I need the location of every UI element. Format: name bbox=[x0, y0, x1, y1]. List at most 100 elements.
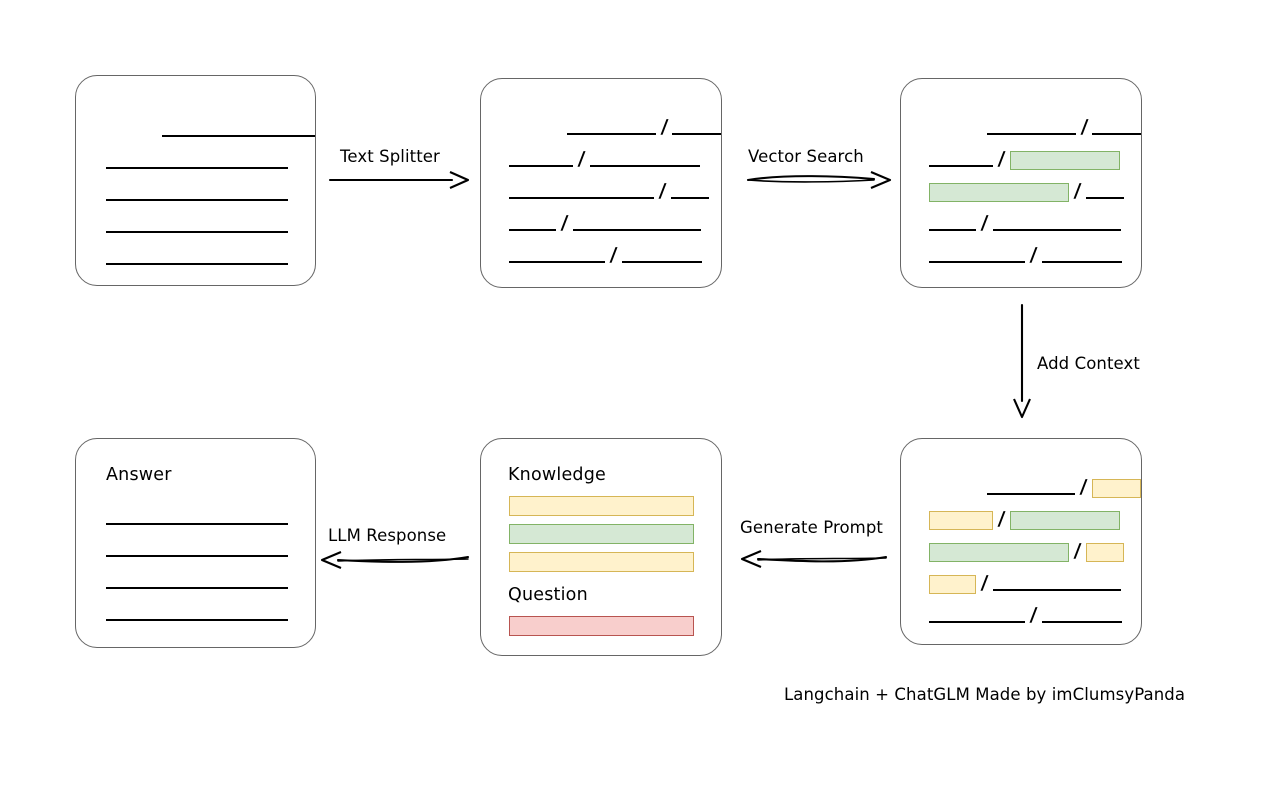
chunk-separator-slash: / bbox=[980, 212, 989, 234]
text-row bbox=[106, 215, 315, 237]
text-underline bbox=[992, 589, 1121, 591]
arrow-add-context bbox=[1013, 303, 1031, 419]
text-row: / bbox=[509, 180, 721, 203]
text-underline bbox=[106, 167, 288, 169]
edge-label-add-context: Add Context bbox=[1037, 354, 1140, 373]
text-underline bbox=[106, 555, 288, 557]
question-bars bbox=[481, 439, 721, 655]
text-underline bbox=[670, 197, 709, 199]
text-row: / bbox=[929, 148, 1141, 171]
highlight-chip-green bbox=[1009, 511, 1120, 530]
text-row bbox=[106, 507, 315, 529]
text-underline bbox=[929, 229, 976, 231]
text-row: / bbox=[929, 572, 1141, 595]
answer-box[interactable]: Answer bbox=[75, 438, 316, 648]
answer-title: Answer bbox=[106, 465, 172, 485]
text-underline bbox=[106, 199, 288, 201]
text-underline bbox=[1041, 261, 1122, 263]
text-row: / bbox=[509, 244, 721, 267]
edge-label-llm-response: LLM Response bbox=[328, 526, 447, 545]
chunk-separator-slash: / bbox=[577, 148, 586, 170]
prompt-bar-green bbox=[509, 524, 694, 544]
text-underline bbox=[162, 135, 315, 137]
text-underline bbox=[566, 133, 656, 135]
text-underline bbox=[572, 229, 701, 231]
text-underline bbox=[106, 523, 288, 525]
text-row bbox=[106, 571, 315, 593]
arrow-generate-prompt bbox=[740, 550, 888, 568]
chunk-separator-slash: / bbox=[659, 116, 669, 138]
chunk-separator-slash: / bbox=[609, 244, 618, 266]
context-chunks-rows: / / / / / bbox=[901, 439, 1141, 644]
edge-label-text-splitter: Text Splitter bbox=[340, 147, 440, 166]
chunk-separator-slash: / bbox=[1079, 476, 1089, 498]
text-row bbox=[106, 603, 315, 625]
arrow-vector-search bbox=[746, 171, 892, 189]
text-underline bbox=[106, 619, 288, 621]
text-row: / bbox=[929, 212, 1141, 235]
knowledge-bars bbox=[481, 439, 721, 655]
arrow-llm-response bbox=[320, 551, 470, 569]
chunk-separator-slash: / bbox=[1073, 540, 1082, 562]
text-underline bbox=[986, 493, 1076, 495]
text-underline bbox=[1041, 621, 1122, 623]
text-underline bbox=[106, 231, 288, 233]
knowledge-label: Knowledge bbox=[508, 465, 606, 485]
source-document-box[interactable] bbox=[75, 75, 316, 286]
highlight-chip-green bbox=[1009, 151, 1120, 170]
text-underline bbox=[986, 133, 1076, 135]
highlight-chip-green bbox=[929, 183, 1069, 202]
chunk-separator-slash: / bbox=[560, 212, 569, 234]
text-underline bbox=[1092, 133, 1141, 135]
arrow-text-splitter bbox=[328, 171, 470, 189]
text-row: / bbox=[929, 604, 1141, 627]
split-chunks-box[interactable]: / / / / / bbox=[480, 78, 722, 288]
context-chunks-box[interactable]: / / / / / bbox=[900, 438, 1142, 645]
chunk-separator-slash: / bbox=[1079, 116, 1089, 138]
highlight-chip-yellow bbox=[1085, 543, 1124, 562]
question-label: Question bbox=[508, 585, 588, 605]
highlight-chip-yellow bbox=[929, 511, 993, 530]
footer-credit: Langchain + ChatGLM Made by imClumsyPand… bbox=[784, 685, 1186, 704]
text-row bbox=[106, 151, 315, 173]
row-indent bbox=[106, 130, 162, 131]
text-underline bbox=[672, 133, 721, 135]
text-underline bbox=[929, 261, 1025, 263]
chunk-separator-slash: / bbox=[1029, 244, 1038, 266]
chunk-separator-slash: / bbox=[997, 508, 1006, 530]
prompt-bar-yellow bbox=[509, 496, 694, 516]
text-row: / bbox=[509, 116, 721, 139]
text-row bbox=[106, 247, 315, 269]
chunk-separator-slash: / bbox=[1029, 604, 1038, 626]
row-indent bbox=[509, 128, 567, 129]
split-chunks-rows: / / / / / bbox=[481, 79, 721, 287]
prompt-bar-red bbox=[509, 616, 694, 636]
text-underline bbox=[509, 165, 573, 167]
text-underline bbox=[589, 165, 700, 167]
text-row: / bbox=[929, 540, 1141, 563]
text-row: / bbox=[929, 244, 1141, 267]
matched-chunks-box[interactable]: / / / / / bbox=[900, 78, 1142, 288]
text-underline bbox=[929, 621, 1025, 623]
text-row bbox=[106, 539, 315, 561]
text-row: / bbox=[929, 116, 1141, 139]
text-underline bbox=[509, 197, 654, 199]
prompt-box[interactable]: Knowledge Question bbox=[480, 438, 722, 656]
text-underline bbox=[106, 263, 288, 265]
chunk-separator-slash: / bbox=[1073, 180, 1082, 202]
text-underline bbox=[621, 261, 702, 263]
chunk-separator-slash: / bbox=[658, 180, 667, 202]
text-row: / bbox=[509, 148, 721, 171]
answer-rows bbox=[76, 439, 315, 647]
text-row: / bbox=[929, 508, 1141, 531]
text-underline bbox=[992, 229, 1121, 231]
text-row bbox=[106, 183, 315, 205]
prompt-bar-yellow bbox=[509, 552, 694, 572]
text-row: / bbox=[509, 212, 721, 235]
highlight-chip-yellow bbox=[1092, 479, 1141, 498]
text-underline bbox=[509, 229, 556, 231]
text-underline bbox=[106, 587, 288, 589]
row-indent bbox=[929, 128, 987, 129]
chunk-separator-slash: / bbox=[997, 148, 1006, 170]
text-row: / bbox=[929, 476, 1141, 499]
